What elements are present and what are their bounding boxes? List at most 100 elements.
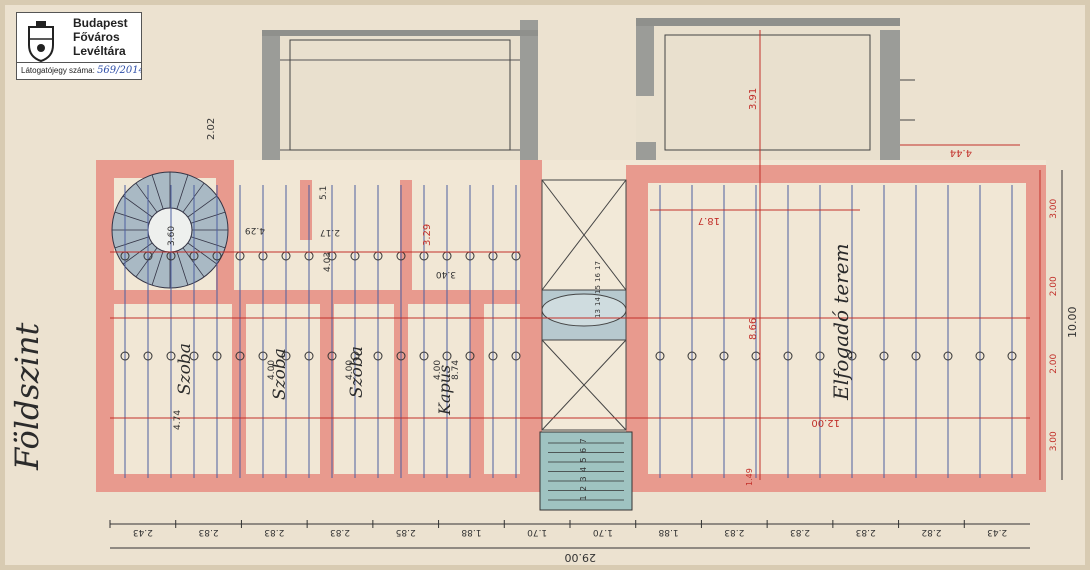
room-label-1: Szoba <box>175 343 195 395</box>
entrance-step-number: 7 <box>579 438 588 443</box>
room-dim-1: 4.74 <box>173 410 183 430</box>
right-dimension-label: 2.00 <box>1049 353 1059 373</box>
room-label-2: Szoba <box>270 348 290 400</box>
entrance-step-number: 6 <box>579 448 588 453</box>
bottom-dimension-label: 2.83 <box>199 527 219 537</box>
joist-marker <box>655 351 665 361</box>
spiral-step-line <box>122 242 153 265</box>
spiral-step-line <box>151 174 164 210</box>
room-dim-2: 4.00 <box>267 360 277 380</box>
stamp-visitor-label: Látogatójegy száma: <box>21 66 95 75</box>
bottom-dimension-label: 2.82 <box>921 527 941 537</box>
bottom-dimension-label: 2.83 <box>264 527 284 537</box>
stamp-visitor-row: Látogatójegy száma: 569/2014 <box>17 62 141 79</box>
joist-marker <box>189 351 199 361</box>
total-width: 29.00 <box>565 551 597 564</box>
joist-marker <box>911 351 921 361</box>
stamp-line-1: Budapest <box>73 16 128 30</box>
joist-marker <box>975 351 985 361</box>
spiral-step-line <box>176 174 189 210</box>
bottom-dimension-label: 1.88 <box>658 527 678 537</box>
mid-dim-4: 4.03 <box>323 252 333 272</box>
joist-marker <box>304 351 314 361</box>
bottom-dimension-label: 1.88 <box>461 527 481 537</box>
joist-marker <box>258 351 268 361</box>
spiral-step-line <box>135 247 158 278</box>
room-label-5: Elfogadó terem <box>829 243 853 401</box>
joist-marker <box>465 351 475 361</box>
bottom-dimension-label: 1.70 <box>527 527 547 537</box>
joist-marker <box>488 351 498 361</box>
top-dim-7: 4.44 <box>950 147 972 158</box>
mid-dim-1: 3.29 <box>422 224 433 246</box>
spiral-step-line <box>114 236 150 249</box>
red-dimension-lines <box>110 30 1041 480</box>
entrance-step-number: 3 <box>579 476 588 481</box>
spiral-step-line <box>187 195 218 218</box>
joist-marker <box>847 351 857 361</box>
mid-dim-2: 3.40 <box>436 269 456 279</box>
spiral-step-line <box>176 250 189 286</box>
spiral-step-line <box>151 250 164 286</box>
mid-dim-3: 3.60 <box>167 226 177 246</box>
coat-of-arms-icon <box>28 21 54 63</box>
joist-marker <box>783 351 793 361</box>
spiral-step-line <box>187 242 218 265</box>
entrance-step-number: 4 <box>579 467 588 472</box>
stamp-line-2: Főváros <box>73 30 120 44</box>
joist-marker <box>373 351 383 361</box>
right-dimension-label: 3.00 <box>1049 431 1059 451</box>
right-dimension-labels: 3.00 2.00 2.00 3.00 <box>1049 198 1059 451</box>
floor-title: Földszint <box>8 322 46 471</box>
spiral-step-line <box>114 211 150 224</box>
joist-marker <box>419 351 429 361</box>
stamp-visitor-number: 569/2014 <box>97 65 141 76</box>
joist-marker <box>879 351 889 361</box>
top-dim-4: 4.29 <box>245 225 265 235</box>
room-dim-4: 4.00 <box>433 360 443 380</box>
bottom-dimension-label: 1.70 <box>593 527 613 537</box>
vestibule-step-number: 13 <box>594 309 602 318</box>
bottom-dimension-label: 2.83 <box>790 527 810 537</box>
room-label-4: Kapus <box>435 365 454 416</box>
right-dimension-label: 2.00 <box>1049 276 1059 296</box>
top-dim-3: 2.17 <box>320 227 340 237</box>
joist-marker <box>120 351 130 361</box>
joist-marker <box>442 351 452 361</box>
vestibule-step-number: 17 <box>594 261 602 270</box>
entrance-step-number: 1 <box>579 495 588 500</box>
mid-dim-6: 8.66 <box>748 318 759 340</box>
top-dim-2: 3.91 <box>748 88 759 110</box>
joist-marker <box>166 351 176 361</box>
entrance-step-number: 5 <box>579 457 588 462</box>
archive-stamp: Budapest Főváros Levéltára Látogatójegy … <box>16 12 142 80</box>
spiral-step-line <box>190 236 226 249</box>
room-label-3: Szoba <box>347 346 367 398</box>
joist-marker <box>350 351 360 361</box>
mid-dim-7: 1.49 <box>745 468 754 486</box>
vestibule-step-number: 14 <box>594 297 602 306</box>
joist-marker <box>687 351 697 361</box>
joist-marker <box>235 351 245 361</box>
bottom-dimension-label: 2.83 <box>856 527 876 537</box>
entrance-stair <box>539 431 633 511</box>
mid-dim-5: 12.00 <box>811 417 840 428</box>
joist-marker <box>719 351 729 361</box>
joist-marker <box>327 351 337 361</box>
joist-marker <box>143 351 153 361</box>
right-dimension-label: 3.00 <box>1049 198 1059 218</box>
room-dim-3: 4.00 <box>345 360 355 380</box>
joist-marker <box>396 351 406 361</box>
ceiling-joists <box>120 185 1017 478</box>
joist-marker <box>1007 351 1017 361</box>
room-dim-5: 8.74 <box>451 360 461 380</box>
spiral-step-line <box>190 211 226 224</box>
bottom-dimension-label: 2.83 <box>330 527 350 537</box>
spiral-step-line <box>122 195 153 218</box>
spiral-step-line <box>135 182 158 213</box>
top-dim-6: 18.7 <box>698 215 720 226</box>
stamp-line-3: Levéltára <box>73 44 126 58</box>
